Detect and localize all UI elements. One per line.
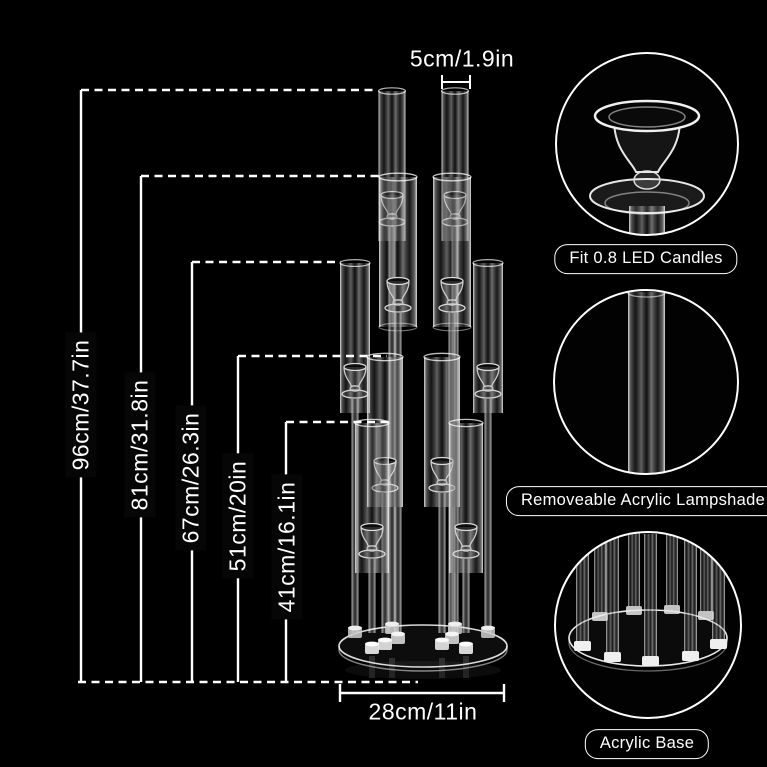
tube-feet [348,621,495,654]
inset-acrylic-tube-photo [553,289,739,475]
candelabra-illustration [338,87,508,679]
tube-diameter-bracket [441,75,471,89]
base-diameter-label: 28cm/11in [368,698,478,725]
candelabra-base [338,624,508,672]
height-line-67cm [190,260,341,682]
caption-fit-led-candles: Fit 0.8 LED Candles [554,244,738,274]
caption-acrylic-base: Acrylic Base [584,729,710,759]
base-diameter-bracket [338,684,506,702]
inset-acrylic-base-photo [554,531,742,719]
arm-41cm-right [448,418,484,633]
height-label-51cm: 51cm/20in [222,453,254,579]
tube-diameter-label: 5cm/1.9in [409,45,515,72]
height-label-81cm: 81cm/31.8in [124,372,156,518]
inset-candle-cup-photo [555,52,739,236]
arm-67cm-right [472,259,504,633]
arm-41cm-left [354,418,390,633]
height-label-67cm: 67cm/26.3in [175,405,207,551]
caption-removeable-lampshade: Removeable Acrylic Lampshade [505,486,767,516]
height-label-96cm: 96cm/37.7in [65,332,97,478]
base-reflection [345,656,501,679]
height-label-41cm: 41cm/16.1in [271,474,303,620]
